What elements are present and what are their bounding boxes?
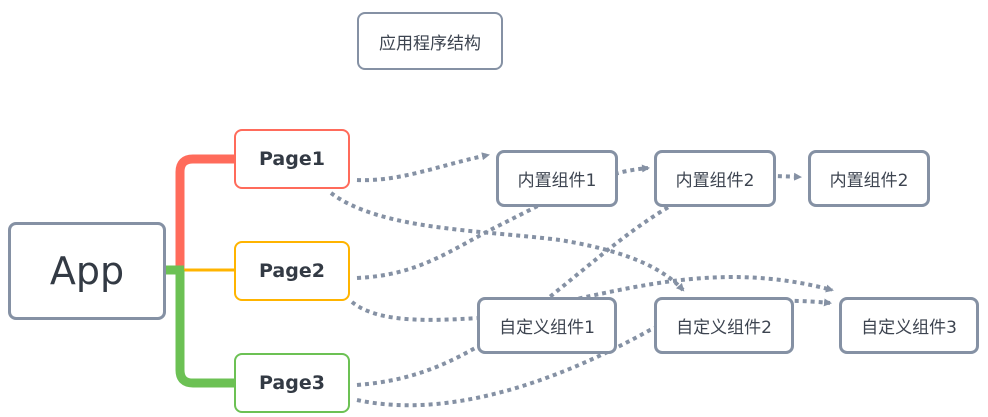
- link-page1-builtin1: [356, 152, 490, 183]
- node-builtin-1: 内置组件1: [496, 150, 618, 207]
- node-app: App: [8, 222, 166, 320]
- diagram-title: 应用程序结构: [357, 12, 503, 70]
- node-page1: Page1: [234, 129, 350, 189]
- node-builtin-3: 内置组件2: [808, 150, 930, 207]
- node-page3: Page3: [234, 353, 350, 413]
- node-custom-1: 自定义组件1: [477, 297, 617, 354]
- link-page1-custom2: [329, 191, 685, 292]
- branch-page3: [175, 270, 234, 388]
- branch-page1: [175, 154, 234, 270]
- link-page2-builtin2: [356, 164, 650, 280]
- node-page2: Page2: [234, 241, 350, 301]
- node-builtin-2: 内置组件2: [654, 150, 776, 207]
- node-custom-2: 自定义组件2: [654, 297, 794, 354]
- node-custom-3: 自定义组件3: [839, 297, 979, 354]
